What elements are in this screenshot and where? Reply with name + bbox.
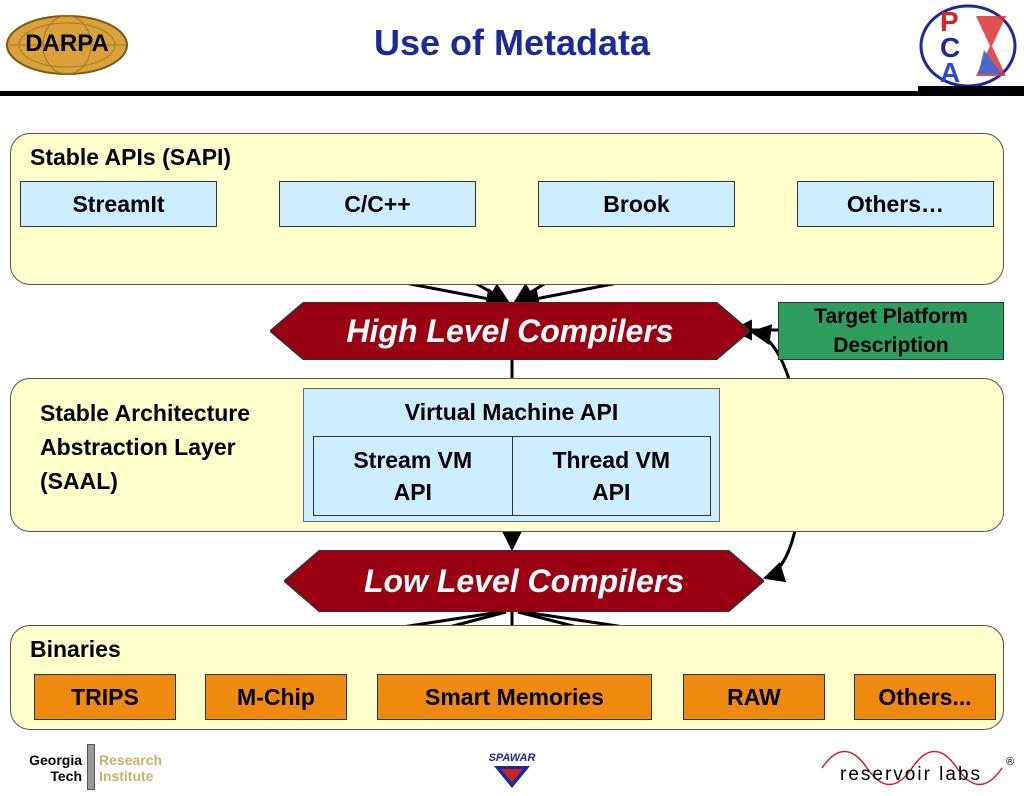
darpa-logo: DARPA bbox=[5, 14, 129, 76]
virtual-machine-api-box: Virtual Machine API Stream VM API Thread… bbox=[303, 388, 720, 522]
reservoir-labs-registered-mark: ® bbox=[1006, 756, 1015, 768]
sapi-item-streamit: StreamIt bbox=[20, 181, 217, 227]
saal-label-line2: Abstraction Layer bbox=[40, 434, 236, 460]
virtual-machine-api-title: Virtual Machine API bbox=[404, 399, 619, 425]
binary-item-raw: RAW bbox=[683, 674, 825, 720]
binaries-panel-label: Binaries bbox=[30, 636, 121, 662]
darpa-logo-text: DARPA bbox=[25, 30, 109, 57]
high-level-compilers-shape bbox=[270, 302, 750, 360]
georgia-tech-logo: Georgia Tech Research Institute bbox=[6, 742, 176, 792]
header-divider-accent bbox=[918, 86, 1024, 91]
spawar-logo: SPAWAR bbox=[482, 752, 542, 792]
stream-vm-api-line2: API bbox=[393, 479, 432, 505]
target-platform-line1: Target Platform bbox=[814, 305, 968, 328]
pca-logo: P C A bbox=[918, 4, 1018, 88]
thread-vm-api-line2: API bbox=[592, 479, 631, 505]
sapi-item-cpp: C/C++ bbox=[279, 181, 476, 227]
high-level-compilers: High Level Compilers bbox=[270, 302, 750, 360]
low-level-compilers: Low Level Compilers bbox=[284, 550, 764, 612]
spawar-logo-text: SPAWAR bbox=[488, 752, 536, 764]
saal-label-line3: (SAAL) bbox=[40, 468, 118, 494]
saal-label-line1: Stable Architecture bbox=[40, 400, 251, 426]
research-institute-word2: Institute bbox=[99, 768, 154, 784]
saal-label: Stable Architecture Abstraction Layer (S… bbox=[40, 396, 250, 498]
thread-vm-api-line1: Thread VM bbox=[552, 447, 671, 473]
reservoir-labs-text: reservoir labs bbox=[840, 764, 983, 785]
stream-vm-api: Stream VM API bbox=[314, 437, 512, 515]
high-level-compilers-label: High Level Compilers bbox=[346, 312, 674, 349]
sapi-panel-label: Stable APIs (SAPI) bbox=[30, 144, 232, 170]
research-institute-word1: Research bbox=[99, 752, 163, 768]
binary-item-mchip: M-Chip bbox=[205, 674, 347, 720]
spawar-chevron-icon bbox=[494, 766, 530, 788]
page-title: Use of Metadata bbox=[373, 22, 651, 63]
target-platform-line2: Description bbox=[833, 334, 949, 357]
reservoir-labs-wave-icon bbox=[821, 750, 1003, 786]
pca-letter-p: P bbox=[940, 6, 959, 37]
stream-vm-api-line1: Stream VM bbox=[353, 447, 473, 473]
low-level-compilers-shape bbox=[284, 550, 764, 612]
target-platform-description: Target Platform Description bbox=[778, 302, 1004, 360]
reservoir-labs-logo: reservoir labs ® bbox=[812, 744, 1018, 792]
sapi-item-brook: Brook bbox=[538, 181, 735, 227]
georgia-tech-word1: Georgia bbox=[29, 752, 82, 768]
binary-item-others: Others... bbox=[854, 674, 996, 720]
georgia-tech-word2: Tech bbox=[50, 768, 82, 784]
sapi-item-others: Others… bbox=[797, 181, 994, 227]
binary-item-trips: TRIPS bbox=[34, 674, 176, 720]
binary-item-smart-memories: Smart Memories bbox=[377, 674, 652, 720]
vm-api-split: Stream VM API Thread VM API bbox=[313, 436, 711, 516]
pca-letter-a: A bbox=[940, 57, 961, 88]
thread-vm-api: Thread VM API bbox=[511, 437, 711, 515]
pca-letter-c: C bbox=[940, 32, 961, 63]
low-level-compilers-label: Low Level Compilers bbox=[363, 562, 685, 599]
georgia-tech-tower-icon bbox=[87, 744, 95, 790]
header-divider bbox=[0, 91, 1024, 96]
